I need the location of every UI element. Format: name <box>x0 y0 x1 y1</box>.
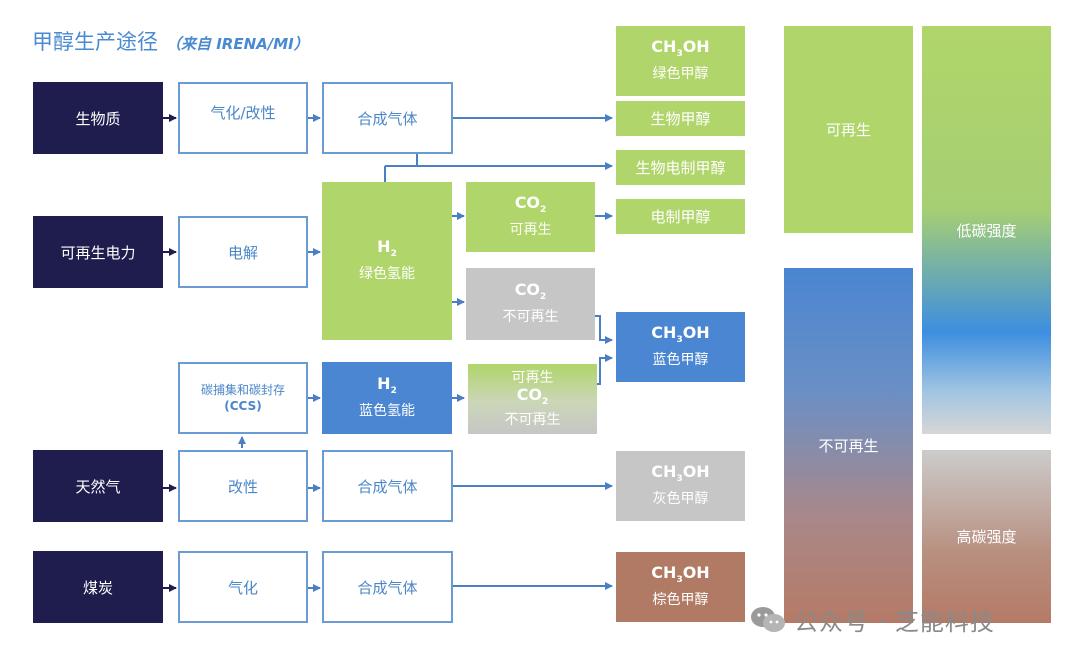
renewable-bar-label: 可再生 <box>825 121 871 139</box>
brown-methanol-label: 棕色甲醇 <box>652 591 709 608</box>
source-natural-gas-label: 天然气 <box>75 477 121 496</box>
blue-hydrogen-label: 蓝色氢能 <box>359 402 415 419</box>
green-hydrogen-label: 绿色氢能 <box>359 265 415 282</box>
wechat-icon <box>751 606 785 632</box>
title-subtitle: （来自 IRENA/MI） <box>166 35 309 53</box>
co2-mixed-formula: CO2 <box>516 385 549 408</box>
co2-nonrenewable-formula: CO2 <box>514 280 547 303</box>
co2-renewable-box: CO2 可再生 <box>466 182 595 252</box>
co2-nonrenewable-box: CO2 不可再生 <box>466 268 595 340</box>
green-hydrogen-formula: H2 <box>377 237 397 260</box>
product-bio-methanol: 生物甲醇 <box>616 101 745 136</box>
bio-methanol-label: 生物甲醇 <box>650 110 711 128</box>
brown-methanol-formula: CH3OH <box>651 563 710 586</box>
product-green-methanol: CH3OH 绿色甲醇 <box>616 26 745 96</box>
process-syngas-coal: 合成气体 <box>322 551 453 623</box>
title-text: 甲醇生产途径 <box>32 30 158 54</box>
process-gasification-reform: 气化/改性 <box>178 82 308 154</box>
product-brown-methanol: CH3OH 棕色甲醇 <box>616 552 745 622</box>
process-gasification-reform-label: 气化/改性 <box>210 104 276 122</box>
co2-mixed-top-label: 可再生 <box>511 370 554 387</box>
blue-hydrogen-box: H2 蓝色氢能 <box>322 362 452 434</box>
process-ccs-abbr: (CCS) <box>224 399 262 413</box>
grey-methanol-formula: CH3OH <box>651 462 710 485</box>
electro-methanol-label: 电制甲醇 <box>650 208 711 226</box>
process-reforming: 改性 <box>178 450 308 522</box>
renewable-bar: 可再生 <box>784 26 913 233</box>
process-ccs-label: 碳捕集和碳封存 <box>200 383 285 397</box>
process-reforming-label: 改性 <box>227 477 258 496</box>
co2-mixed-bottom-label: 不可再生 <box>504 411 561 428</box>
process-syngas-natural-gas: 合成气体 <box>322 450 453 522</box>
product-electro-methanol: 电制甲醇 <box>616 199 745 234</box>
low-carbon-bar-label: 低碳强度 <box>956 221 1017 240</box>
watermark: 公众号 · 芝能科技 <box>750 602 995 637</box>
source-natural-gas: 天然气 <box>33 450 163 522</box>
co2-nonrenewable-label: 不可再生 <box>502 308 559 325</box>
high-carbon-bar: 高碳强度 <box>922 450 1051 623</box>
process-syngas-biomass: 合成气体 <box>322 82 453 154</box>
product-blue-methanol: CH3OH 蓝色甲醇 <box>616 312 745 382</box>
process-syngas-natural-gas-label: 合成气体 <box>357 477 418 496</box>
grey-methanol-label: 灰色甲醇 <box>652 490 709 507</box>
source-biomass: 生物质 <box>33 82 163 154</box>
diagram-title: 甲醇生产途径 （来自 IRENA/MI） <box>32 26 309 56</box>
co2-renewable-label: 可再生 <box>509 221 552 238</box>
source-renewable-power: 可再生电力 <box>33 216 163 288</box>
blue-methanol-formula: CH3OH <box>651 323 710 346</box>
source-renewable-power-label: 可再生电力 <box>60 243 136 262</box>
process-gasification-label: 气化 <box>227 578 258 597</box>
source-coal: 煤炭 <box>33 551 163 623</box>
product-bio-electro-methanol: 生物电制甲醇 <box>616 150 745 185</box>
co2-renewable-formula: CO2 <box>514 193 547 216</box>
green-methanol-formula: CH3OH <box>651 37 710 60</box>
source-biomass-label: 生物质 <box>75 109 121 128</box>
high-carbon-bar-label: 高碳强度 <box>956 528 1017 546</box>
nonrenewable-bar-label: 不可再生 <box>818 437 879 455</box>
co2-mixed-box: 可再生 CO2 不可再生 <box>468 364 597 434</box>
green-hydrogen-box: H2 绿色氢能 <box>322 182 452 340</box>
process-electrolysis: 电解 <box>178 216 308 288</box>
watermark-text: 公众号 · 芝能科技 <box>794 608 995 636</box>
bio-electro-methanol-label: 生物电制甲醇 <box>635 159 726 177</box>
green-methanol-label: 绿色甲醇 <box>652 65 709 82</box>
blue-methanol-label: 蓝色甲醇 <box>652 351 709 368</box>
process-electrolysis-label: 电解 <box>227 243 258 262</box>
process-ccs: 碳捕集和碳封存 (CCS) <box>178 362 308 434</box>
process-syngas-biomass-label: 合成气体 <box>357 109 418 128</box>
process-gasification: 气化 <box>178 551 308 623</box>
low-carbon-bar: 低碳强度 <box>922 26 1051 434</box>
blue-hydrogen-formula: H2 <box>377 374 397 397</box>
nonrenewable-bar: 不可再生 <box>784 268 913 623</box>
process-syngas-coal-label: 合成气体 <box>357 578 418 597</box>
product-grey-methanol: CH3OH 灰色甲醇 <box>616 451 745 521</box>
source-coal-label: 煤炭 <box>82 578 113 597</box>
